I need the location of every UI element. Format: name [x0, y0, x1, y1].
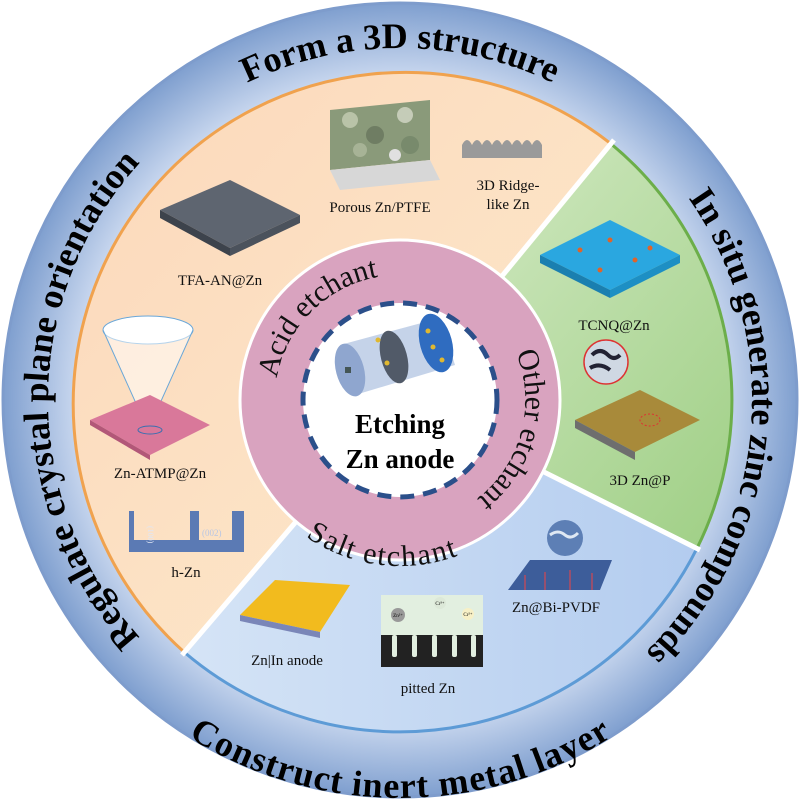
label-3d-ridge-line2: like Zn — [487, 197, 530, 213]
sector-inert-metal — [182, 398, 699, 734]
zn-bi-pvdf-image — [508, 520, 612, 590]
label-zn-atmp-zn: Zn-ATMP@Zn — [114, 466, 207, 482]
label-zn-in-anode: Zn|In anode — [251, 653, 323, 669]
zn-in-anode-image — [240, 580, 350, 638]
dashed-border — [300, 300, 500, 500]
pitted-zn-image: Zn²⁺ Cr³⁺ Cr²⁺ — [381, 595, 483, 667]
tcnq-zn-image — [540, 220, 680, 298]
ion-label: Cr³⁺ — [435, 601, 444, 607]
label-tcnq-zn: TCNQ@Zn — [578, 318, 650, 334]
plane-label-002: (002) — [202, 528, 222, 538]
plane-label-100: (100) — [146, 526, 155, 544]
h-zn-image: (100) (002) — [129, 511, 244, 552]
label-h-zn: h-Zn — [171, 565, 201, 581]
ion-label: Zn²⁺ — [393, 613, 403, 619]
label-3d-ridge-line1: 3D Ridge- — [477, 178, 540, 194]
battery-cylinder-icon — [334, 313, 455, 397]
label-3d-zn-p: 3D Zn@P — [610, 473, 671, 489]
tfa-an-zn-image — [160, 180, 300, 256]
3d-zn-p-image — [575, 339, 700, 460]
label-tfa-an-zn: TFA-AN@Zn — [178, 273, 263, 289]
label-porous-zn-ptfe: Porous Zn/PTFE — [329, 200, 430, 216]
zn-atmp-zn-image — [90, 315, 210, 460]
label-pitted-zn: pitted Zn — [401, 681, 456, 697]
ion-label: Cr²⁺ — [463, 612, 472, 618]
porous-zn-ptfe-image — [330, 100, 440, 190]
3d-ridge-zn-image — [462, 140, 542, 158]
center-title-line1: Etching — [355, 409, 446, 439]
center-title-line2: Zn anode — [346, 444, 455, 474]
label-zn-bi-pvdf: Zn@Bi-PVDF — [512, 600, 600, 616]
